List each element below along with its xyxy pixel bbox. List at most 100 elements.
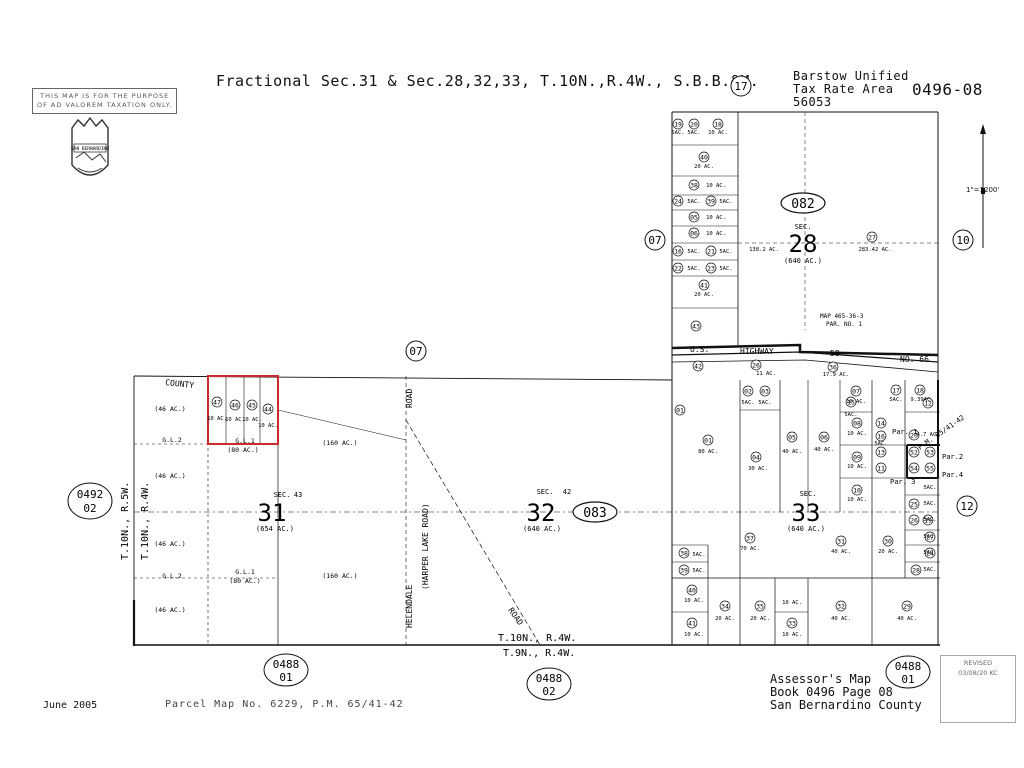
adj-07-mid: 07 (409, 345, 422, 358)
par-2: Par.2 (942, 453, 963, 461)
adj-0492-sub: 02 (83, 502, 96, 515)
parcel-number: 18 (714, 121, 722, 129)
parcel-number-circle (908, 514, 920, 526)
parcel-number-circle (882, 535, 894, 547)
parcel-number: 44 (264, 406, 272, 414)
parcel-number: 35 (756, 603, 764, 611)
no-66-label: NO. 66 (900, 355, 929, 364)
parcel-number: 05 (690, 214, 698, 222)
parcel-number-circle (875, 446, 887, 458)
parcel-number: 17 (892, 387, 900, 395)
adj-0488-c: 0488 (895, 660, 922, 673)
adj-12: 12 (960, 500, 973, 513)
parcel-number: 05 (788, 434, 796, 442)
parcel-number: 27 (868, 234, 876, 242)
harper-lake-road: (HARPER LAKE ROAD) (421, 503, 430, 590)
parcel-acreage: 80 AC. (698, 449, 718, 455)
parcel-number: 52 (910, 449, 918, 457)
parcel-number: 27 (926, 534, 934, 542)
parcel-acreage: 5AC. (923, 550, 936, 556)
parcel-acreage: 10 AC. (207, 416, 227, 422)
parcel-number: 24 (674, 198, 682, 206)
parcel-acreage: 5AC. (923, 501, 936, 507)
parcel-number-circle (698, 151, 710, 163)
parcel-acreage: 10 AC. (782, 600, 802, 606)
parcel-number: 42 (694, 363, 702, 371)
parcel-number-circle (688, 211, 700, 223)
parcel-number: 38 (680, 550, 688, 558)
parcel-number-circle (924, 446, 936, 458)
parcel-number-circle (719, 600, 731, 612)
parcel-acreage: 20 AC. (878, 549, 898, 555)
disclaimer-box: THIS MAP IS FOR THE PURPOSE OF AD VALORE… (32, 88, 178, 114)
parcel-number-circle (705, 245, 717, 257)
disclaimer-line1: THIS MAP IS FOR THE PURPOSE (40, 92, 170, 100)
parcel-number-circle (875, 462, 887, 474)
parcel-map-reference: Parcel Map No. 6229, P.M. 65/41-42 (165, 699, 404, 710)
parcel-number: 02 (744, 388, 752, 396)
parcel-number-circle (705, 195, 717, 207)
township-t10r4-v: T.10N., R.4W. (140, 482, 151, 560)
parcel-acreage: 5AC. (923, 567, 936, 573)
adj-10: 10 (956, 234, 969, 247)
parcel-number: 26 (752, 362, 760, 370)
highway-58: 58 (830, 349, 840, 358)
north-arrow-icon (980, 124, 986, 248)
block-082: 082 (791, 197, 814, 212)
parcel-acreage: 40 AC. (814, 447, 834, 453)
parcel-acreage: 5AC. (692, 568, 705, 574)
parcel-number: 18 (916, 387, 924, 395)
adj-0492: 0492 (77, 488, 104, 501)
parcel-number: 43 (692, 323, 700, 331)
parcel-number: 31 (837, 538, 845, 546)
tax-rate-area-line2: Tax Rate Area (793, 82, 894, 96)
parcel-acreage: 10 AC. (847, 497, 867, 503)
section-28: 28 (789, 230, 818, 258)
parcel-acreage: 5AC. (719, 266, 732, 272)
parcel-acreage: 10 AC. (708, 130, 728, 136)
assessor-line2: Book 0496 Page 08 (770, 685, 893, 699)
parcel-acreage: 5AC. (741, 400, 754, 406)
parcel-acreage: 10 AC. (684, 598, 704, 604)
parcel-number-circle (875, 430, 887, 442)
parcel-acreage: 5AC. (758, 400, 771, 406)
parcel-acreage: 5AC. (687, 266, 700, 272)
parcel-number-circle (786, 431, 798, 443)
us-label: U.S. (690, 345, 709, 354)
parcel-number-circle (672, 195, 684, 207)
parcel-number: 04 (752, 454, 760, 462)
parcel-acreage: 5AC. (719, 249, 732, 255)
highlighted-parcels (207, 375, 279, 445)
parcel-160: (160 AC.) (322, 572, 357, 580)
parcel-number-circle (922, 514, 934, 526)
parcel-number-circle (924, 531, 936, 543)
parcel-number: 26 (910, 517, 918, 525)
parcel-acreage: 40 AC. (831, 549, 851, 555)
parcel-number: 06 (690, 230, 698, 238)
tax-rate-area-line1: Barstow Unified (793, 69, 909, 83)
parcel-acreage: 10 AC. (846, 399, 866, 405)
parcel-number-circle (908, 446, 920, 458)
parcel-acreage: 20 AC. (750, 616, 770, 622)
parcel-acreage: 5AC. (692, 552, 705, 558)
revised-date: 03/08/20 KC (958, 669, 998, 677)
parcel-acreage: 40 AC. (831, 616, 851, 622)
parcel-acreage: 10 AC. (782, 632, 802, 638)
parcel-number: 06 (820, 434, 828, 442)
parcel-number: 01 (676, 407, 684, 415)
county-seal-icon: SAN BERNARDINO (71, 116, 109, 176)
left-parcel-area: (46 AC.) (154, 405, 185, 413)
parcel-number-circle (672, 262, 684, 274)
parcel-number: 10 (853, 487, 861, 495)
parcel-acreage: 5AC. (719, 199, 732, 205)
parcel-number-circle (924, 462, 936, 474)
disclaimer-line2: OF AD VALOREM TAXATION ONLY. (37, 101, 173, 109)
section-31: 31 (258, 499, 287, 527)
parcel-number-circle (246, 399, 258, 411)
parcel-acreage: 20 AC. (694, 292, 714, 298)
gl2-label: G.L.2 (162, 572, 182, 580)
parcel-acreage: 70 AC. (740, 546, 760, 552)
parcel-number: 19 (674, 121, 682, 129)
parcel-number: 19 (924, 517, 932, 525)
parcel-number-circle (688, 179, 700, 191)
